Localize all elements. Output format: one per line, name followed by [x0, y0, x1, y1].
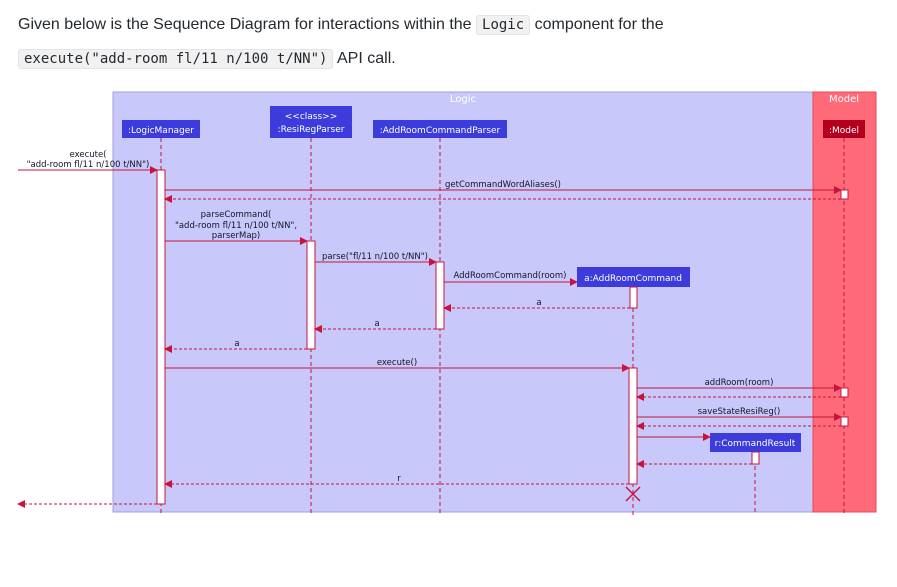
participant-command-result — [710, 433, 801, 452]
activation-logic-manager — [156, 169, 166, 505]
label-get-aliases: getCommandWordAliases() — [445, 180, 561, 190]
activation-model-2 — [840, 387, 849, 398]
participant-logic-manager — [122, 120, 200, 138]
activation-command-result — [751, 451, 760, 465]
participant-addroom-parser — [373, 120, 507, 138]
intro-paragraph: Given below is the Sequence Diagram for … — [18, 8, 888, 76]
participant-add-room-command-label: a:AddRoomCommand — [584, 274, 682, 284]
label-return-a-ctor: a — [536, 298, 541, 308]
model-frame-label: Model — [829, 94, 859, 105]
label-execute: execute() — [377, 358, 417, 368]
intro-text-3: API call. — [333, 50, 396, 67]
activation-model-1 — [840, 189, 849, 200]
label-return-a-parse-command: a — [234, 339, 239, 349]
intro-text-2: component for the — [530, 16, 664, 33]
logic-frame-label: Logic — [450, 94, 476, 105]
logic-code: Logic — [476, 15, 531, 35]
label-parse-command-1: parseCommand( — [201, 210, 272, 220]
activation-addroom-parser — [435, 261, 445, 330]
participant-add-room-command — [577, 267, 690, 287]
participant-resireg-parser-label: :ResiRegParser — [278, 125, 345, 135]
label-parse: parse("fl/11 n/100 t/NN") — [322, 252, 428, 262]
participant-model — [823, 120, 865, 138]
label-save-state: saveStateResiReg() — [698, 407, 781, 417]
label-return-a-parse: a — [374, 319, 379, 329]
api-call-code: execute("add-room fl/11 n/100 t/NN") — [18, 49, 334, 69]
intro-text: Given below is the Sequence Diagram for … — [18, 16, 477, 33]
logic-frame — [112, 91, 814, 513]
label-execute-call-1: execute( — [69, 150, 106, 160]
participant-resireg-parser — [270, 106, 352, 138]
label-add-room: addRoom(room) — [705, 378, 774, 388]
label-parse-command-2: "add-room fl/11 n/100 t/NN", — [175, 221, 297, 231]
participant-logic-manager-label: :LogicManager — [128, 126, 194, 136]
participant-model-label: :Model — [829, 126, 859, 136]
label-parse-command-3: parserMap) — [212, 231, 261, 241]
label-addroom-ctor: AddRoomCommand(room) — [454, 271, 567, 281]
participant-addroom-parser-label: :AddRoomCommandParser — [380, 126, 501, 136]
activation-add-room-command — [628, 367, 638, 485]
label-return-r: r — [397, 474, 401, 484]
label-execute-call-2: "add-room fl/11 n/100 t/NN") — [27, 160, 150, 170]
participant-resireg-stereotype: <<class>> — [285, 112, 338, 122]
destroy-marker-b — [625, 486, 641, 502]
activation-resireg-parser — [306, 240, 316, 350]
activation-model-3 — [840, 416, 849, 427]
activation-add-room-command-ctor — [629, 286, 638, 309]
participant-command-result-label: r:CommandResult — [715, 439, 796, 449]
